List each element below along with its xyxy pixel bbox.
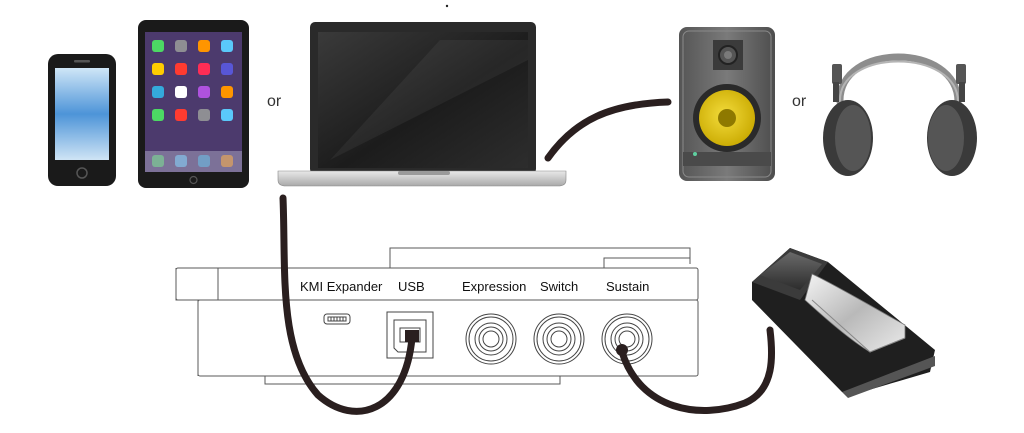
or-separator-2: or: [792, 93, 807, 110]
audio-cable: [544, 98, 672, 162]
port-label-usb: USB: [398, 279, 425, 294]
tablet-app-icon: [221, 40, 233, 52]
port-label-sustain: Sustain: [606, 279, 649, 294]
sustain-pedal-cable: [618, 326, 776, 414]
tablet-app-icon: [152, 63, 164, 75]
sustain-pedal-icon: [752, 248, 935, 398]
expression-jack-icon: [465, 313, 517, 365]
tablet-app-icon: [175, 109, 187, 121]
laptop-icon: [277, 22, 567, 187]
tablet-app-icon: [175, 63, 187, 75]
tablet-app-icon: [175, 40, 187, 52]
tablet-app-icon: [221, 63, 233, 75]
tablet-app-icon: [175, 86, 187, 98]
headphones-icon: [823, 53, 977, 176]
smartphone-icon: [48, 54, 116, 186]
keyboard-controller-rear-panel: [175, 247, 699, 385]
switch-jack-icon: [533, 313, 585, 365]
studio-monitor-speaker-icon: [679, 27, 775, 181]
tablet-app-icon: [198, 86, 210, 98]
port-label-switch: Switch: [540, 279, 578, 294]
tablet-app-icon: [198, 109, 210, 121]
usb-plug: [405, 330, 419, 342]
top-dot: [445, 4, 449, 8]
tablet-app-icon: [152, 40, 164, 52]
tablet-app-icon: [198, 63, 210, 75]
usb-cable: [279, 194, 416, 415]
kmi-expander-port-icon: [323, 313, 351, 325]
port-label-kmi-expander: KMI Expander: [300, 279, 383, 294]
tablet-app-icon: [152, 109, 164, 121]
port-label-expression: Expression: [462, 279, 526, 294]
tablet-app-icon: [221, 109, 233, 121]
tablet-icon: [138, 20, 249, 188]
tablet-app-icon: [221, 86, 233, 98]
or-separator-1: or: [267, 93, 282, 110]
sustain-plug: [616, 344, 628, 356]
tablet-app-icon: [198, 40, 210, 52]
tablet-app-icon: [152, 86, 164, 98]
